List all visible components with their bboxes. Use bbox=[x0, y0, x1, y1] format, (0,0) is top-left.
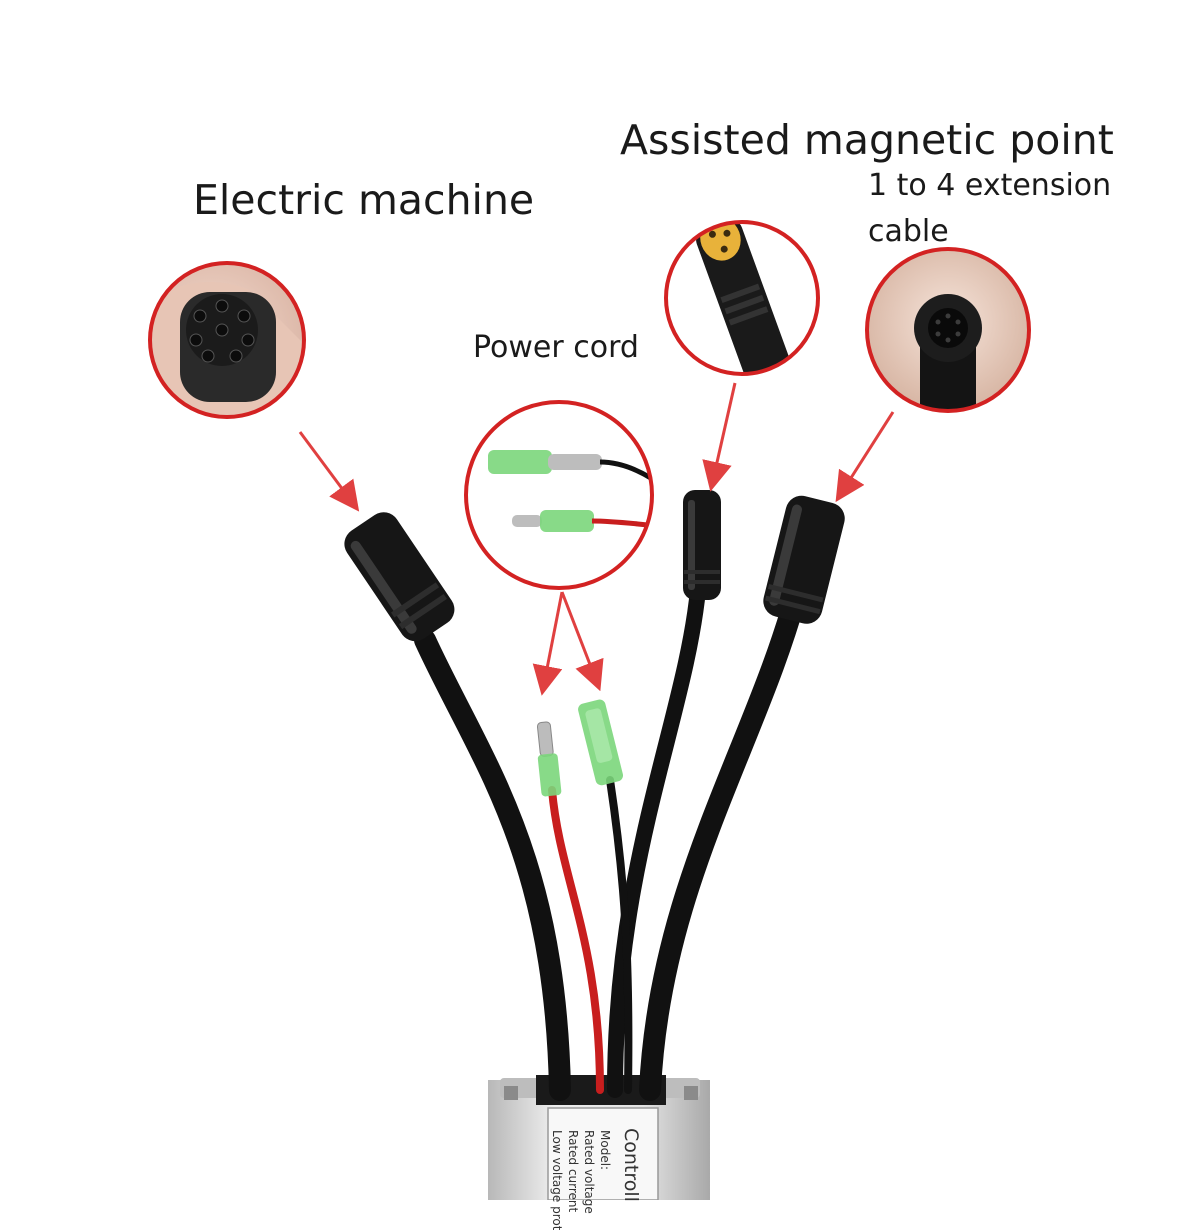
controller-voltage-line: Rated voltage bbox=[582, 1130, 596, 1214]
power-cord-label: Power cord bbox=[473, 330, 639, 365]
power-terminal-socket bbox=[578, 699, 624, 786]
callout-magnet-closeup bbox=[664, 220, 820, 376]
callout-extension-closeup bbox=[865, 247, 1031, 413]
power-terminal-bullet bbox=[536, 721, 562, 797]
extension-cable-label-line1: 1 to 4 extension bbox=[868, 168, 1112, 203]
motor-connector bbox=[344, 512, 455, 642]
controller-title: Controll bbox=[620, 1128, 642, 1202]
magnetic-point-label: Assisted magnetic point bbox=[620, 116, 1114, 164]
magnet-connector bbox=[683, 490, 721, 600]
extension-connector bbox=[763, 495, 845, 624]
callout-arrows bbox=[298, 382, 895, 696]
extension-cable-label-line2: cable bbox=[868, 214, 949, 249]
electric-machine-label: Electric machine bbox=[193, 176, 535, 224]
product-illustration bbox=[148, 220, 1031, 1200]
cable-bundle bbox=[414, 569, 811, 1101]
controller-low-voltage-line: Low voltage prot bbox=[550, 1130, 564, 1230]
controller-model-line: Model: bbox=[598, 1130, 612, 1171]
callout-motor-closeup bbox=[148, 261, 306, 419]
callout-power-closeup bbox=[464, 400, 654, 590]
